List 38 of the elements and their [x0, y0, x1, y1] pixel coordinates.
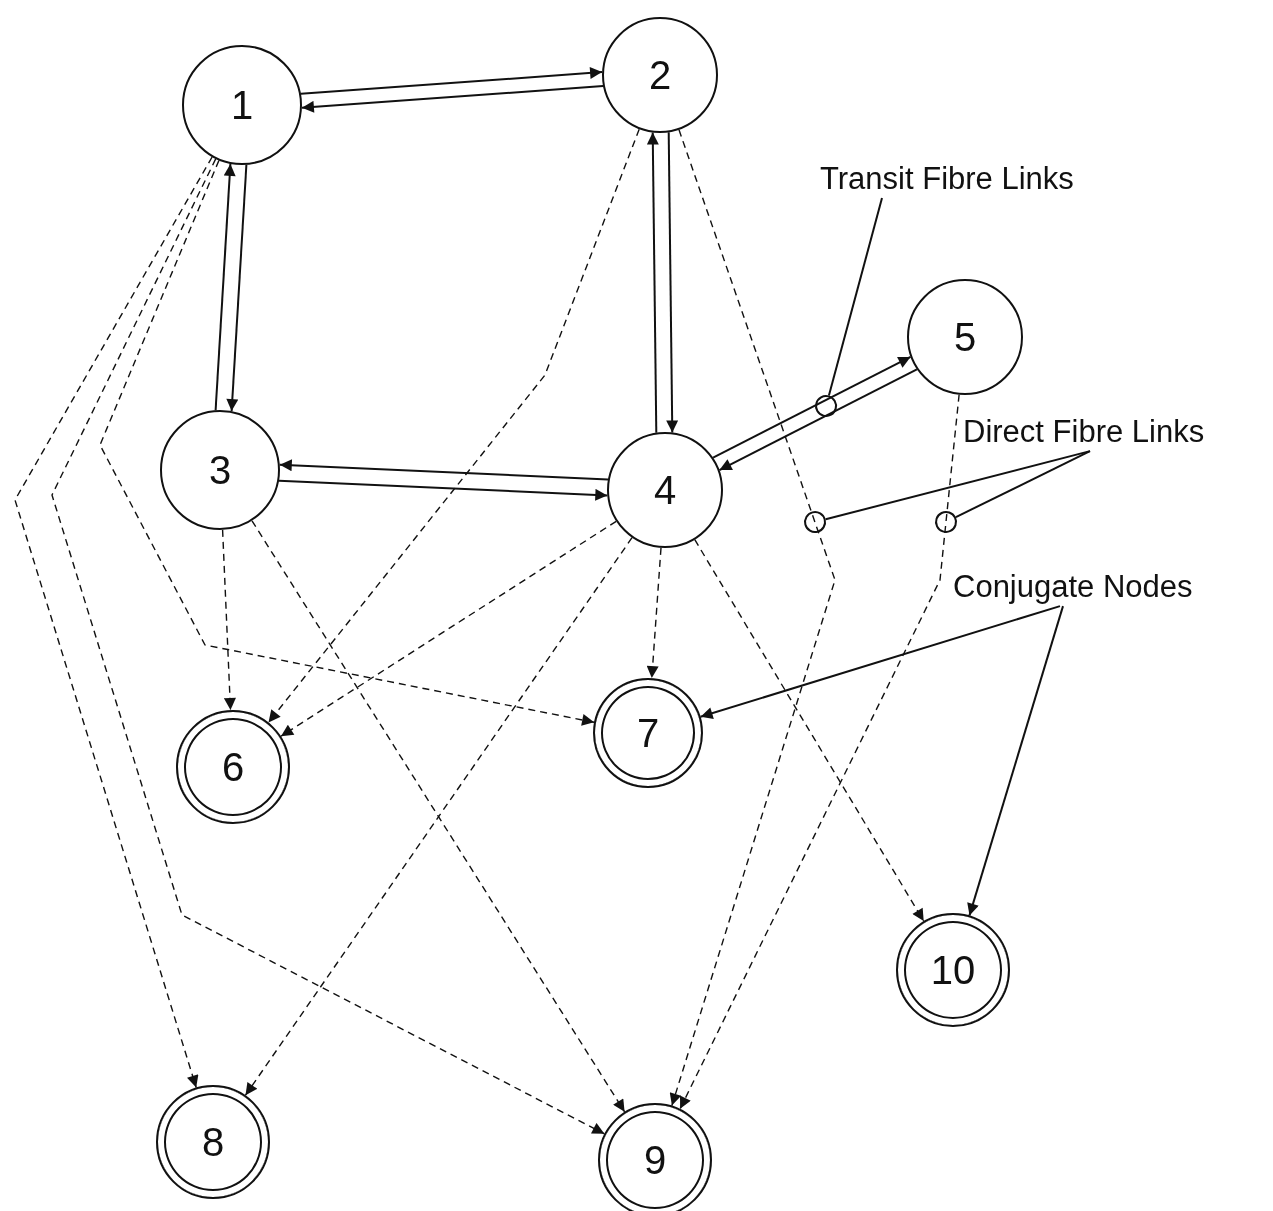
fibre-link-arrow — [718, 368, 918, 472]
dashed-arrow — [280, 520, 617, 737]
conjugate-node-circle: 6 — [176, 710, 290, 824]
conjugate-node-circle: 8 — [156, 1085, 270, 1199]
fibre-link-arrow — [666, 131, 679, 434]
network-node-circle: 5 — [907, 279, 1023, 395]
fibre-link-arrow — [646, 131, 659, 434]
dashed-arrow — [267, 128, 640, 724]
fibre-link-arrow — [214, 162, 236, 412]
leader-line — [967, 605, 1064, 917]
callout-label: Transit Fibre Links — [820, 162, 1074, 197]
dashed-arrow — [646, 547, 662, 679]
fibre-link-arrow — [278, 479, 609, 501]
dashed-arrow — [14, 156, 213, 1089]
conjugate-node-circle: 9 — [598, 1103, 712, 1211]
dashed-arrow — [99, 159, 595, 726]
dashed-arrow — [694, 539, 925, 922]
conjugate-node-circle: 7 — [593, 678, 703, 788]
fibre-link-arrow — [712, 355, 912, 459]
fibre-link-arrow — [299, 67, 604, 95]
leader-line — [804, 450, 1091, 534]
conjugate-node-circle: 10 — [896, 913, 1010, 1027]
network-node-circle: 2 — [602, 17, 718, 133]
callout-label: Conjugate Nodes — [953, 570, 1193, 605]
network-node-circle: 4 — [607, 432, 723, 548]
network-node-circle: 3 — [160, 410, 280, 530]
dashed-arrow — [221, 529, 236, 711]
leader-line — [935, 450, 1091, 533]
fibre-link-arrow — [278, 459, 609, 481]
leader-line — [699, 605, 1061, 719]
dashed-arrow — [669, 129, 836, 1107]
fibre-link-arrow — [226, 163, 248, 413]
dashed-arrow — [51, 158, 606, 1135]
leader-line — [815, 197, 883, 417]
dashed-arrow — [679, 394, 960, 1110]
fibre-link-arrow — [300, 85, 605, 113]
callout-label: Direct Fibre Links — [963, 415, 1205, 450]
network-node-circle: 1 — [182, 45, 302, 165]
